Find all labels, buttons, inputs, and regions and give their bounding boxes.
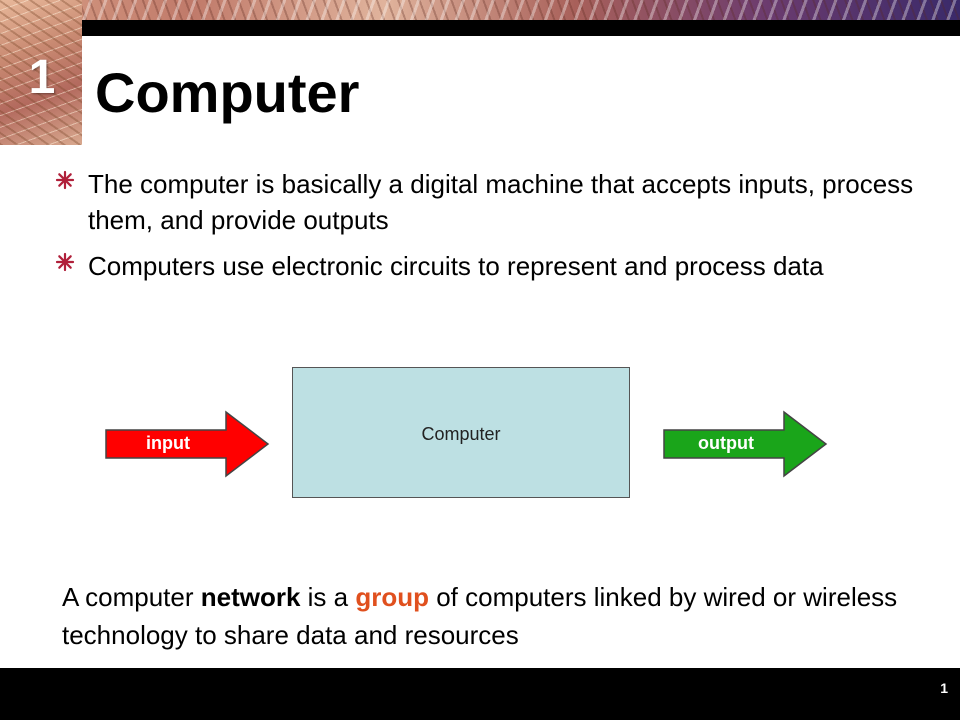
bullet-text: The computer is basically a digital mach… — [88, 169, 914, 235]
page-number: 1 — [940, 680, 948, 696]
slide-title: Computer — [95, 61, 360, 124]
asterisk-bullet-icon — [55, 170, 75, 190]
group-keyword: group — [355, 582, 429, 612]
computer-box: Computer — [292, 367, 630, 498]
network-keyword: network — [200, 582, 301, 612]
header-black-bar — [82, 20, 960, 36]
input-label: input — [146, 433, 190, 453]
input-arrow-icon — [105, 410, 270, 478]
bullet-text: Computers use electronic circuits to rep… — [88, 251, 824, 281]
computer-box-label: Computer — [421, 424, 501, 444]
definition-part-1: A computer — [62, 582, 201, 612]
bullet-item: Computers use electronic circuits to rep… — [55, 248, 935, 284]
slide-number-overlay: 1 — [28, 51, 56, 104]
definition-part-3: of computers linked by wired or wireless… — [62, 582, 898, 650]
bullet-list: The computer is basically a digital mach… — [55, 166, 935, 294]
bullet-item: The computer is basically a digital mach… — [55, 166, 935, 238]
output-arrow-icon — [663, 410, 828, 478]
decorative-corner-image — [0, 0, 82, 145]
output-label: output — [698, 433, 754, 453]
asterisk-bullet-icon — [55, 252, 75, 272]
definition-part-2: is a — [300, 582, 356, 612]
network-definition: A computer network is a group of compute… — [62, 578, 922, 654]
decorative-header-strip — [0, 0, 960, 20]
footer-black-bar: 1 — [0, 668, 960, 720]
